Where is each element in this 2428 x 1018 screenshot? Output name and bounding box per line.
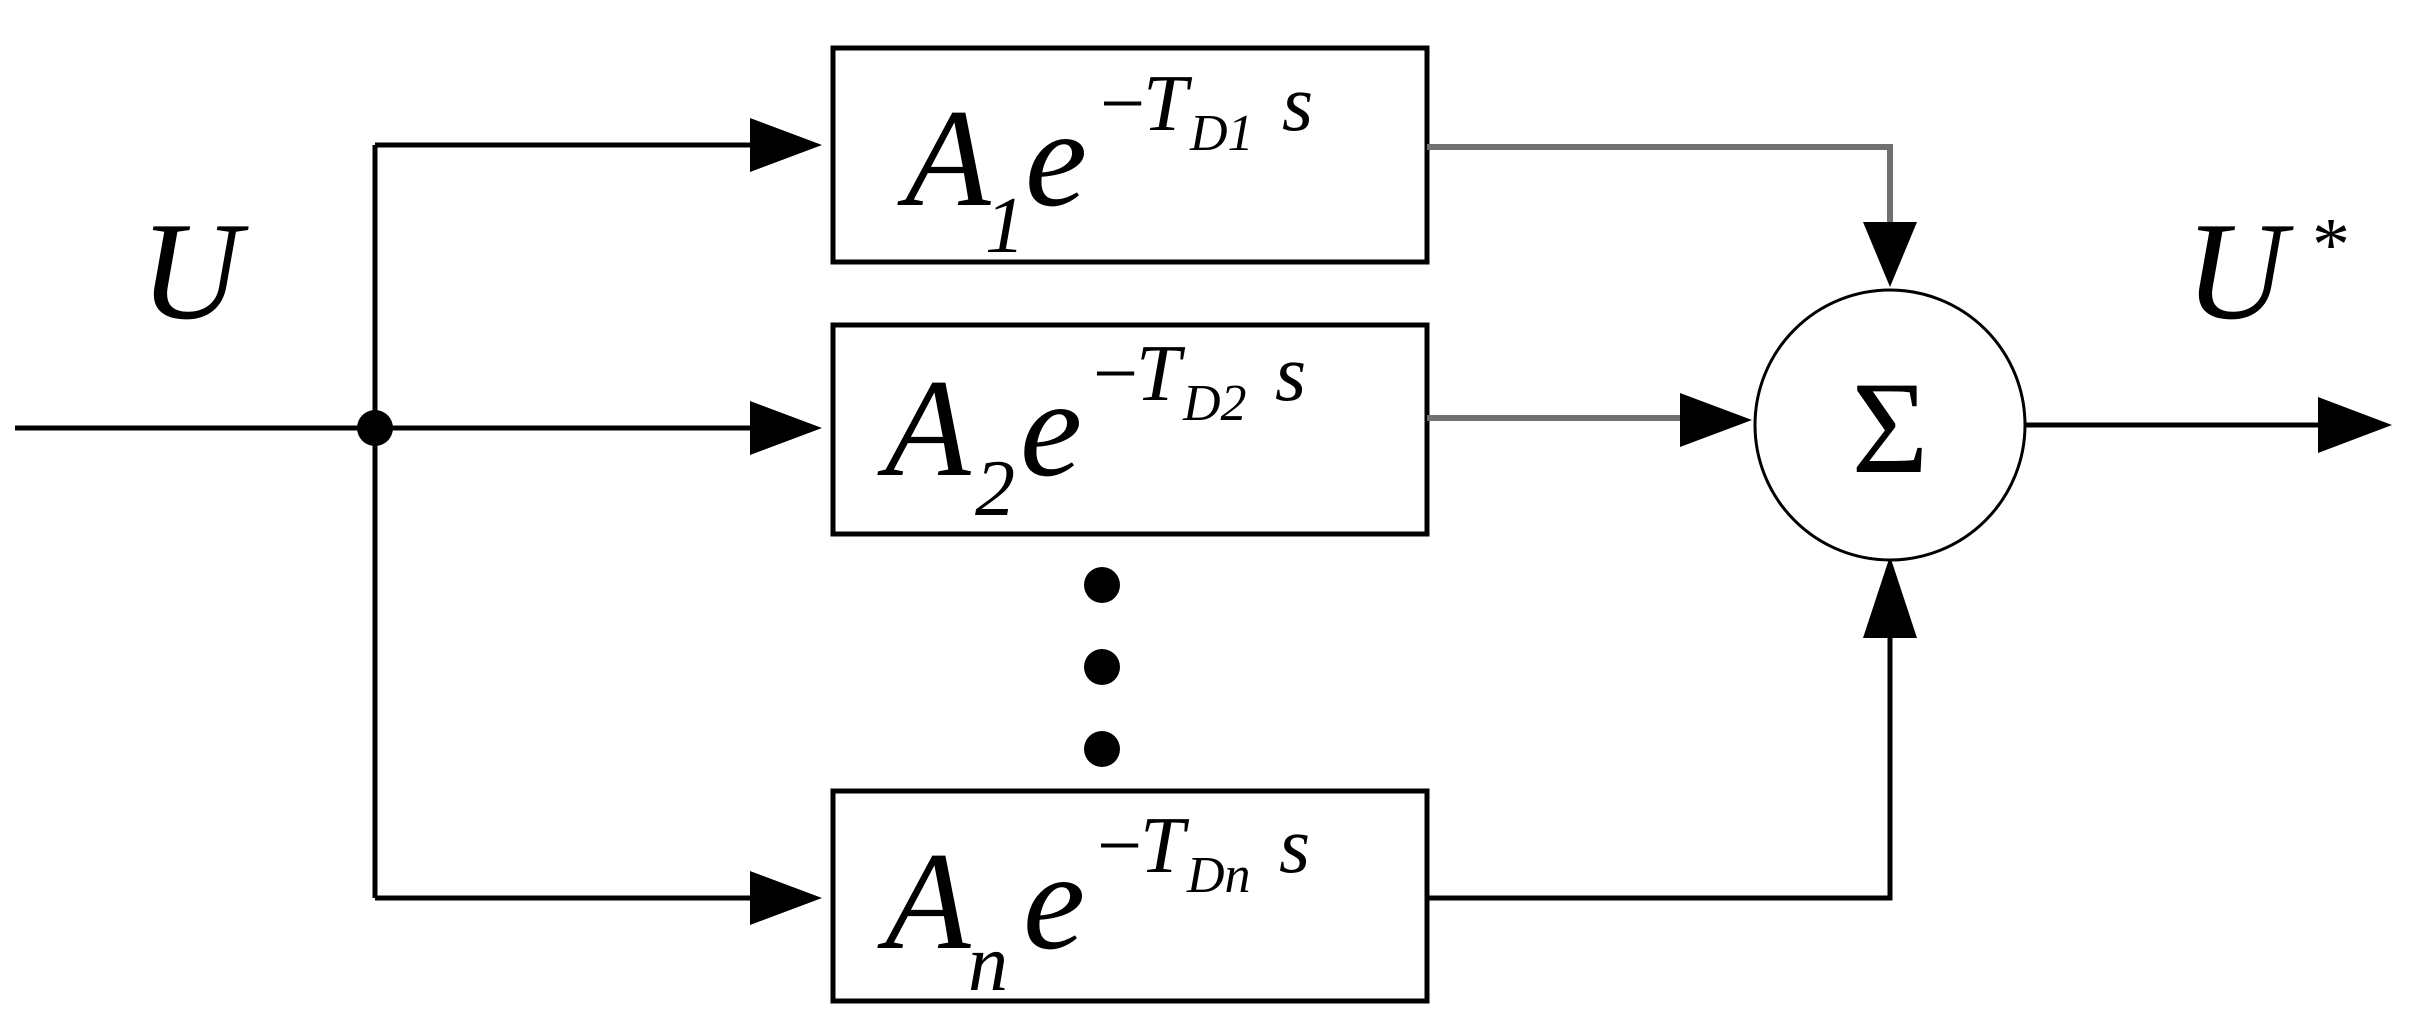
block-n-gain-subscript: n xyxy=(968,920,1008,1008)
block-n-output-line xyxy=(1427,620,1893,901)
summer-left-arrow xyxy=(1680,393,1752,447)
block-1-exp-minus: − xyxy=(1100,60,1145,148)
block-1-exp-subscript: D1 xyxy=(1189,105,1254,162)
vertical-ellipsis xyxy=(1084,567,1120,767)
block-n-exp-subscript: Dn xyxy=(1186,847,1251,904)
block-n-exp-minus: − xyxy=(1097,802,1142,890)
block-1-gain: A xyxy=(897,81,991,236)
summing-symbol: Σ xyxy=(1852,354,1929,501)
block-n-exp-base: e xyxy=(1023,824,1085,979)
block-1-exp-T: T xyxy=(1143,60,1193,148)
output-label: U xyxy=(2185,194,2294,349)
block-2-gain: A xyxy=(877,351,971,506)
summer-bottom-arrow xyxy=(1863,556,1917,638)
branch-1-input-arrow xyxy=(750,118,822,172)
summer-top-arrow xyxy=(1863,222,1917,287)
ellipsis-dot xyxy=(1084,731,1120,767)
delay-block-2 xyxy=(830,322,1430,537)
block-n-gain: A xyxy=(877,824,971,979)
block-2-gain-subscript: 2 xyxy=(975,445,1015,533)
branch-2-input-arrow xyxy=(750,401,822,455)
block-2-exp-base: e xyxy=(1020,351,1082,506)
block-1-exp-base: e xyxy=(1025,81,1087,236)
delay-block-1 xyxy=(830,45,1430,265)
block-2-exp-minus: − xyxy=(1093,330,1138,418)
output-label-superscript: * xyxy=(2312,203,2350,287)
ellipsis-dot xyxy=(1084,567,1120,603)
block-1-gain-subscript: 1 xyxy=(985,182,1025,270)
block-1-exp-s: s xyxy=(1282,60,1313,148)
block-1-output-line xyxy=(1427,144,1893,240)
block-n-exp-s: s xyxy=(1279,802,1310,890)
block-2-exp-s: s xyxy=(1275,330,1306,418)
block-2-exp-subscript: D2 xyxy=(1182,375,1247,432)
output-arrow xyxy=(2318,397,2392,453)
delay-block-n xyxy=(830,788,1430,1004)
block-2-exp-T: T xyxy=(1136,330,1186,418)
input-label: U xyxy=(140,194,249,349)
block-n-exp-T: T xyxy=(1140,802,1190,890)
ellipsis-dot xyxy=(1084,649,1120,685)
branch-n-input-arrow xyxy=(750,871,822,925)
